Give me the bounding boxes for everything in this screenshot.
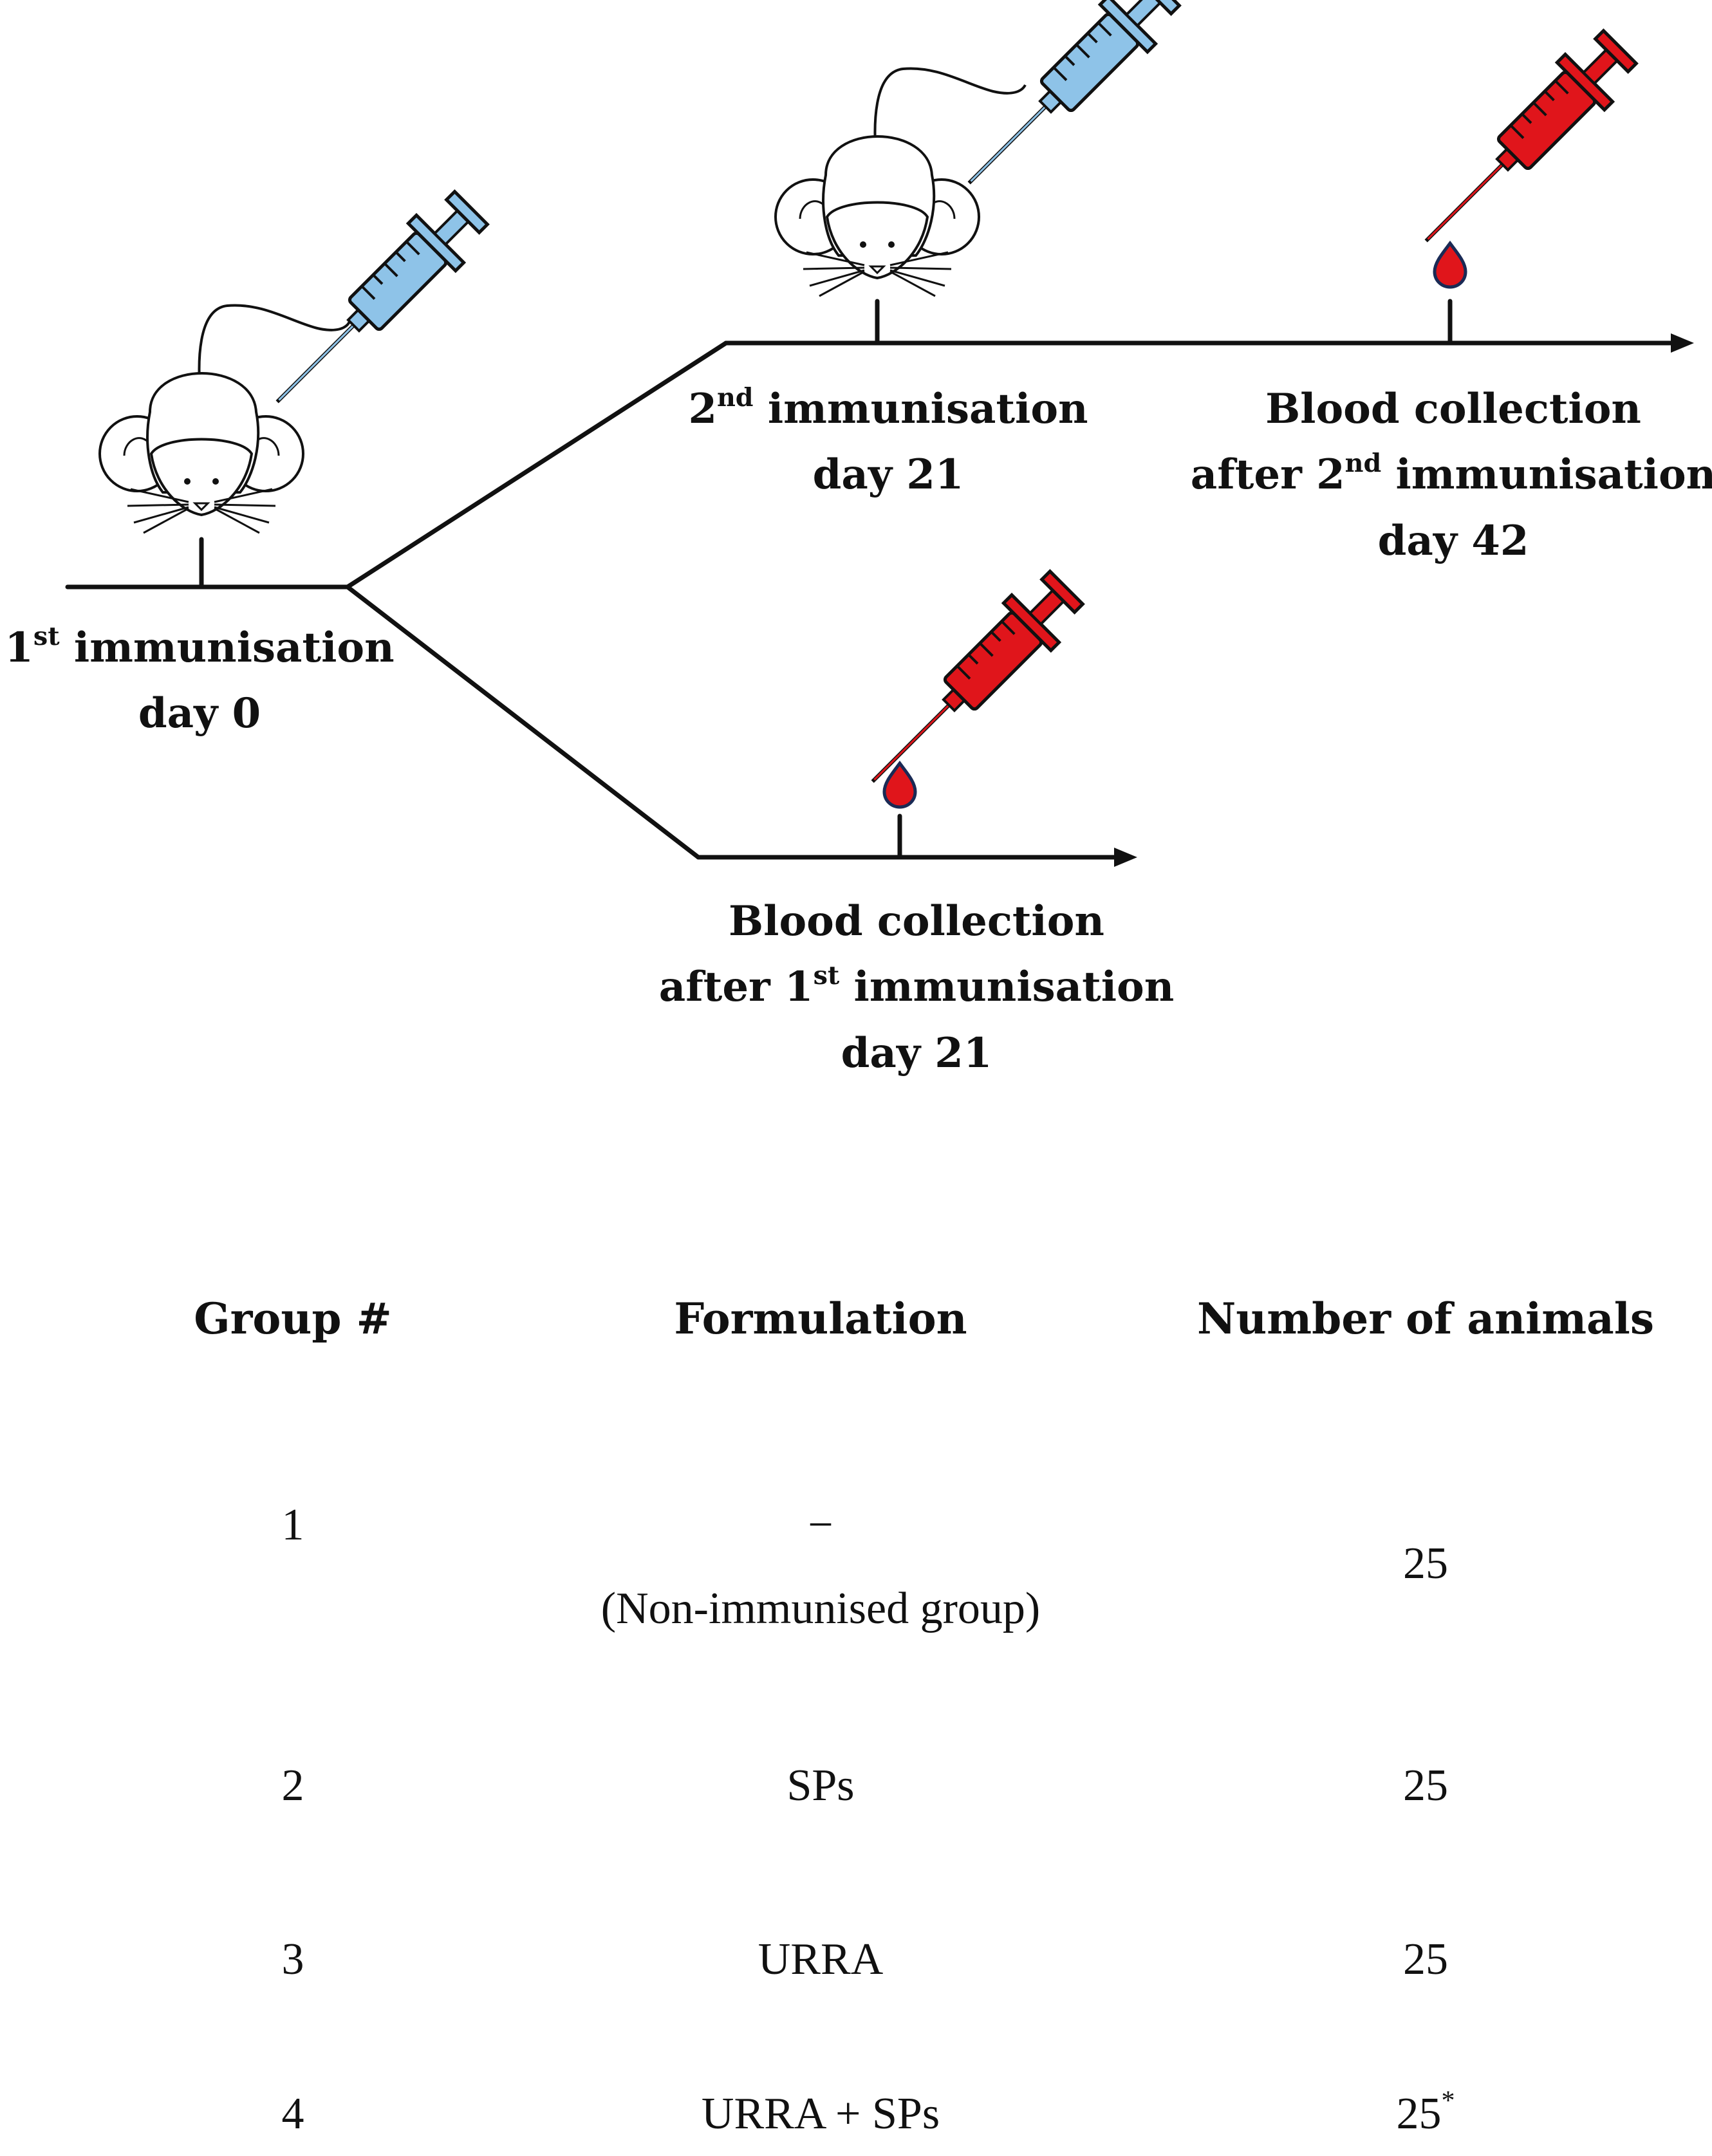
- first-immunisation-day: day 0: [138, 689, 261, 738]
- blood-collection-title: Blood collection: [1265, 385, 1641, 433]
- table-row-3-animals: 25: [1403, 1935, 1448, 1984]
- table-row-3-formulation: URRA: [758, 1935, 884, 1984]
- table-row-1-animals: 25: [1403, 1539, 1448, 1588]
- arrowhead-lower: [1114, 848, 1137, 867]
- arrowhead-upper: [1671, 333, 1694, 353]
- header-group: Group #: [194, 1294, 392, 1344]
- syringe-shape: [1402, 23, 1644, 265]
- label-second-immunisation: 2nd immunisation day 21: [688, 376, 1088, 508]
- second-immunisation-day: day 21: [812, 451, 964, 499]
- mouse-icon-second: [774, 67, 1027, 297]
- syringe-shape: [945, 0, 1187, 207]
- syringe-icon-first: [254, 184, 495, 425]
- animals-count: 25: [1396, 2089, 1442, 2139]
- blood-collection-title: Blood collection: [729, 897, 1104, 945]
- table-row-1-group: 1: [281, 1500, 304, 1550]
- footnote-mark: *: [1441, 2086, 1455, 2116]
- blood-collection-day: day 21: [841, 1028, 992, 1077]
- syringe-icon-second: [945, 0, 1187, 207]
- mouse-icon-first: [98, 304, 351, 534]
- formulation-dash: −: [808, 1500, 833, 1550]
- blood-collection-after: after 2nd immunisation: [1190, 449, 1712, 499]
- label-first-immunisation: 1st immunisation day 0: [5, 615, 394, 747]
- blood-collection-after: after 1st immunisation: [658, 961, 1175, 1012]
- table-row-4-group: 4: [281, 2089, 304, 2139]
- blood-collection-day: day 42: [1377, 516, 1529, 565]
- header-number-of-animals: Number of animals: [1196, 1294, 1655, 1344]
- first-immunisation-line: 1st immunisation: [5, 622, 395, 672]
- table-row-2-formulation: SPs: [786, 1761, 855, 1810]
- blood-syringe-icon-lower: [849, 564, 1090, 805]
- syringe-shape: [849, 564, 1090, 805]
- table-row-3-group: 3: [281, 1935, 304, 1984]
- header-formulation: Formulation: [674, 1294, 967, 1344]
- formulation-note: (Non-immunised group): [600, 1583, 1041, 1633]
- blood-syringe-icon-upper: [1402, 23, 1644, 265]
- table-row-4-formulation: URRA + SPs: [701, 2089, 940, 2139]
- blood-drop-icon-upper: [1435, 243, 1465, 287]
- blood-drop-icon-lower: [884, 763, 915, 807]
- table-row-2-animals: 25: [1403, 1761, 1448, 1810]
- second-immunisation-line: 2nd immunisation: [688, 383, 1088, 433]
- table-row-1-formulation: − (Non-immunised group): [601, 1483, 1040, 1650]
- syringe-shape: [254, 184, 495, 425]
- label-blood-collection-second: Blood collection after 2nd immunisation …: [1191, 376, 1712, 574]
- label-blood-collection-first: Blood collection after 1st immunisation …: [659, 889, 1174, 1086]
- timeline-lines: [65, 299, 1682, 860]
- table-row-2-group: 2: [281, 1761, 304, 1810]
- table-row-4-animals: 25*: [1397, 2072, 1455, 2156]
